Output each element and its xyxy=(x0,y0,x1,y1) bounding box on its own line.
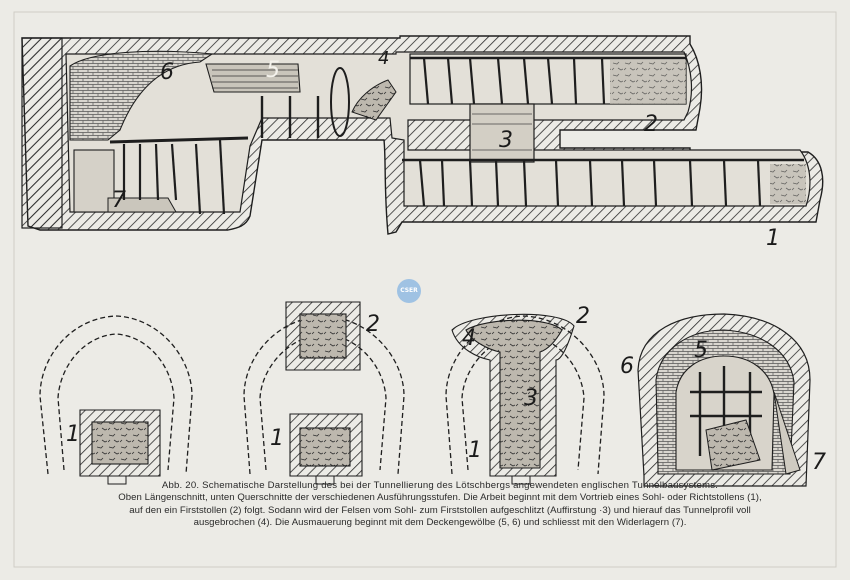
label-bottom-heading-1: 1 xyxy=(766,226,780,251)
label-raise-3: 3 xyxy=(499,128,513,153)
label-stage4-7: 7 xyxy=(812,450,826,475)
watermark-badge: CSER xyxy=(397,279,421,303)
cross-section-stage-3 xyxy=(445,313,605,485)
label-enlargement-4: 4 xyxy=(378,48,390,69)
label-stage3-3: 3 xyxy=(524,386,538,411)
label-stage2-2: 2 xyxy=(366,312,380,337)
caption-line-4: ausgebrochen (4). Die Ausmauerung beginn… xyxy=(193,517,687,529)
cross-section-stage-1 xyxy=(39,315,193,485)
cross-section-stage-2 xyxy=(243,301,405,485)
caption-line-1: Abb. 20. Schematische Darstellung des be… xyxy=(161,480,719,491)
longitudinal-section xyxy=(21,35,824,235)
figure-caption: Abb. 20. Schematische Darstellung des be… xyxy=(60,480,820,530)
label-vault-6: 6 xyxy=(160,60,174,85)
label-stage4-5: 5 xyxy=(694,338,708,363)
label-stage1-1: 1 xyxy=(66,422,80,447)
cross-section-stage-4 xyxy=(637,313,811,487)
caption-line-3: auf den ein Firststollen (2) folgt. Soda… xyxy=(129,504,751,516)
label-stage4-6: 6 xyxy=(620,354,634,379)
label-stage3-4: 4 xyxy=(462,326,476,351)
plate-border xyxy=(13,11,837,568)
caption-line-2: Oben Längenschnitt, unten Querschnitte d… xyxy=(118,492,762,504)
label-stage2-1: 1 xyxy=(270,426,284,451)
label-stage3-1: 1 xyxy=(468,438,482,463)
label-stage3-2: 2 xyxy=(576,304,590,329)
label-top-heading-2: 2 xyxy=(644,112,658,137)
label-centering-5: 5 xyxy=(266,58,280,83)
label-abutment-7: 7 xyxy=(112,188,126,213)
